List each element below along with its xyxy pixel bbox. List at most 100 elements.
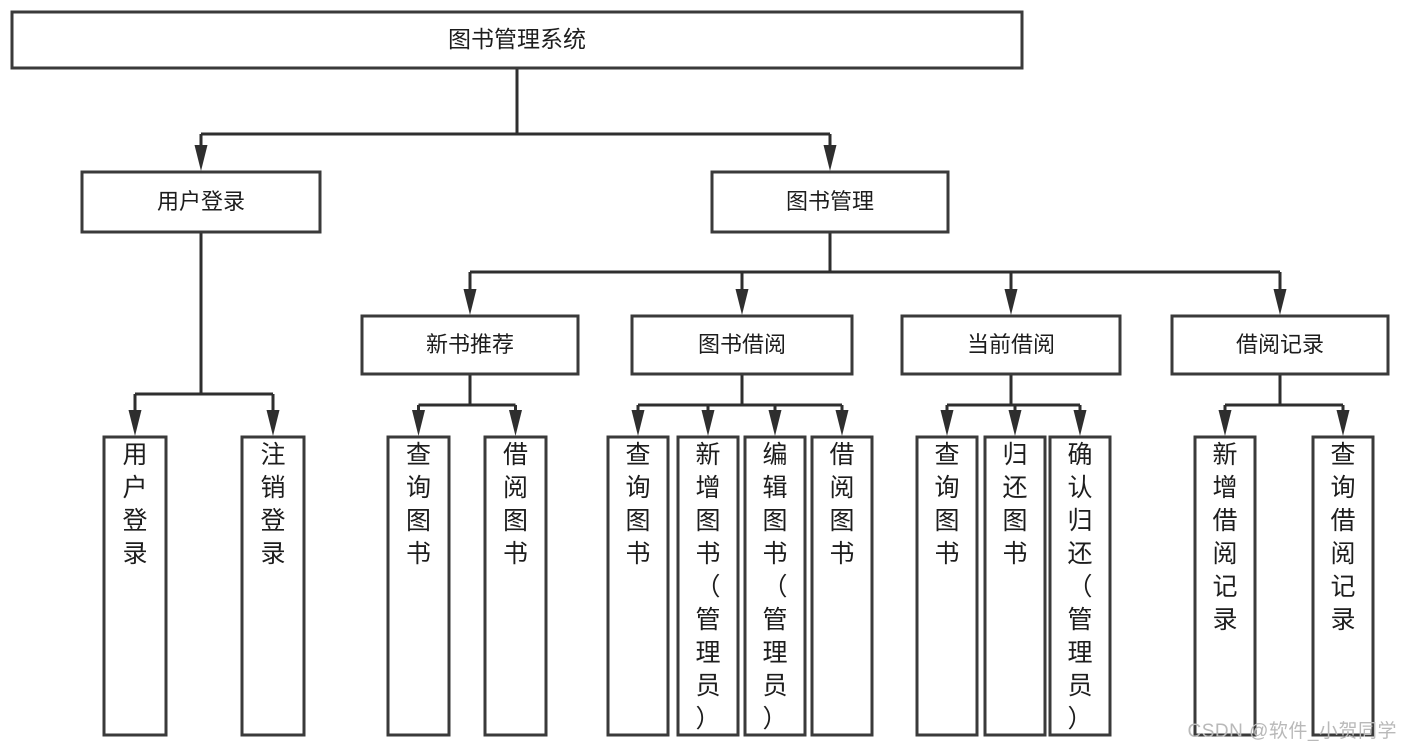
arrow-head-to-leaf-add-book bbox=[701, 410, 715, 436]
node-label-leaf-add-book: 图 bbox=[695, 508, 720, 535]
node-label-leaf-edit-book: 编 bbox=[762, 441, 787, 469]
node-box-leaf-add-book[interactable] bbox=[676, 435, 740, 737]
connector-edge-user-login bbox=[128, 232, 280, 436]
node-current-borrow[interactable]: 当前借阅 bbox=[900, 314, 1122, 376]
node-box-leaf-return-book[interactable] bbox=[983, 435, 1047, 737]
connector-edge-root bbox=[194, 68, 837, 171]
arrow-head-to-book-borrow bbox=[735, 289, 749, 315]
node-label-new-book-rec: 新书推荐 bbox=[426, 332, 514, 357]
node-label-leaf-edit-book: （ bbox=[762, 573, 787, 601]
arrow-head-to-leaf-return-book bbox=[1008, 410, 1022, 436]
node-label-borrow-record: 借阅记录 bbox=[1236, 332, 1324, 357]
node-label-leaf-add-book: ） bbox=[695, 705, 720, 733]
node-layer: 图书管理系统用户登录图书管理新书推荐图书借阅当前借阅借阅记录用户登录注销登录查询… bbox=[10, 10, 1390, 737]
node-leaf-user-login[interactable]: 用户登录 bbox=[102, 435, 168, 737]
arrow-head-to-current-borrow bbox=[1004, 289, 1018, 315]
node-label-leaf-query-book-2: 书 bbox=[625, 540, 650, 568]
arrow-head-to-leaf-edit-book bbox=[768, 410, 782, 436]
node-borrow-record[interactable]: 借阅记录 bbox=[1170, 314, 1390, 376]
node-box-leaf-query-record[interactable] bbox=[1311, 435, 1375, 737]
node-label-book-borrow: 图书借阅 bbox=[698, 332, 786, 357]
node-box-leaf-user-login[interactable] bbox=[102, 435, 168, 737]
node-label-leaf-logout: 登 bbox=[260, 507, 285, 535]
arrow-head-to-new-book-rec bbox=[463, 289, 477, 315]
node-label-leaf-query-record: 借 bbox=[1330, 507, 1355, 535]
arrow-head-to-leaf-query-record bbox=[1336, 410, 1350, 436]
arrow-head-to-borrow-record bbox=[1273, 289, 1287, 315]
node-label-leaf-query-book-1: 书 bbox=[406, 540, 431, 568]
node-label-leaf-add-record: 增 bbox=[1212, 474, 1237, 502]
node-label-leaf-add-book: 增 bbox=[695, 474, 720, 502]
node-box-leaf-logout[interactable] bbox=[240, 435, 306, 737]
node-label-book-manage: 图书管理 bbox=[786, 189, 874, 214]
node-label-leaf-logout: 录 bbox=[260, 541, 285, 568]
node-box-leaf-edit-book[interactable] bbox=[743, 435, 807, 737]
node-label-leaf-borrow-book-1: 图 bbox=[503, 508, 528, 535]
node-box-leaf-confirm-return[interactable] bbox=[1048, 435, 1112, 737]
node-label-leaf-query-book-3: 书 bbox=[934, 540, 959, 568]
node-box-leaf-query-book-2[interactable] bbox=[606, 435, 670, 737]
node-label-leaf-confirm-return: ） bbox=[1067, 705, 1092, 733]
node-label-leaf-query-book-1: 图 bbox=[406, 508, 431, 535]
node-box-root[interactable] bbox=[10, 10, 1024, 70]
node-label-leaf-query-record: 询 bbox=[1330, 474, 1355, 502]
node-box-user-login[interactable] bbox=[80, 170, 322, 234]
node-label-leaf-add-book: 理 bbox=[695, 640, 720, 667]
node-label-leaf-query-record: 录 bbox=[1330, 607, 1355, 634]
arrow-head-to-leaf-logout bbox=[266, 410, 280, 436]
node-label-leaf-confirm-return: 还 bbox=[1067, 540, 1092, 568]
node-label-leaf-confirm-return: 确 bbox=[1067, 441, 1092, 469]
node-label-leaf-borrow-book-1: 阅 bbox=[503, 474, 528, 502]
node-box-leaf-query-book-3[interactable] bbox=[915, 435, 979, 737]
node-box-leaf-borrow-book-2[interactable] bbox=[810, 435, 874, 737]
node-label-leaf-edit-book: 管 bbox=[762, 606, 787, 634]
node-box-book-manage[interactable] bbox=[710, 170, 950, 234]
node-box-leaf-query-book-1[interactable] bbox=[386, 435, 451, 737]
arrow-head-to-user-login bbox=[194, 145, 208, 171]
arrow-head-to-leaf-user-login bbox=[128, 410, 142, 436]
node-label-leaf-query-book-3: 查 bbox=[934, 441, 959, 469]
node-box-leaf-add-record[interactable] bbox=[1193, 435, 1257, 737]
node-label-leaf-query-record: 查 bbox=[1330, 441, 1355, 469]
node-label-leaf-add-book: 书 bbox=[695, 540, 720, 568]
node-box-new-book-rec[interactable] bbox=[360, 314, 580, 376]
node-label-leaf-edit-book: 辑 bbox=[762, 474, 787, 502]
node-book-borrow[interactable]: 图书借阅 bbox=[630, 314, 854, 376]
node-box-current-borrow[interactable] bbox=[900, 314, 1122, 376]
node-book-manage[interactable]: 图书管理 bbox=[710, 170, 950, 234]
node-box-borrow-record[interactable] bbox=[1170, 314, 1390, 376]
node-label-leaf-add-record: 记 bbox=[1212, 574, 1237, 601]
node-label-leaf-logout: 注 bbox=[260, 441, 285, 469]
node-box-book-borrow[interactable] bbox=[630, 314, 854, 376]
node-label-leaf-query-book-1: 询 bbox=[406, 474, 431, 502]
node-label-leaf-query-record: 记 bbox=[1330, 574, 1355, 601]
node-box-leaf-borrow-book-1[interactable] bbox=[483, 435, 548, 737]
node-label-leaf-user-login: 用 bbox=[122, 442, 147, 469]
node-label-user-login: 用户登录 bbox=[157, 189, 245, 214]
node-user-login[interactable]: 用户登录 bbox=[80, 170, 322, 234]
arrow-head-to-leaf-query-book-1 bbox=[412, 410, 425, 436]
node-label-leaf-return-book: 归 bbox=[1002, 441, 1027, 469]
arrow-head-to-leaf-borrow-book-1 bbox=[509, 410, 522, 436]
node-root[interactable]: 图书管理系统 bbox=[10, 10, 1024, 70]
node-label-leaf-return-book: 书 bbox=[1002, 540, 1027, 568]
node-label-leaf-add-record: 借 bbox=[1212, 507, 1237, 535]
node-label-leaf-query-book-3: 图 bbox=[934, 508, 959, 535]
node-label-leaf-add-book: 新 bbox=[695, 441, 720, 469]
connector-edge-new-book-rec bbox=[412, 374, 522, 436]
node-label-leaf-query-record: 阅 bbox=[1330, 540, 1355, 568]
node-new-book-rec[interactable]: 新书推荐 bbox=[360, 314, 580, 376]
